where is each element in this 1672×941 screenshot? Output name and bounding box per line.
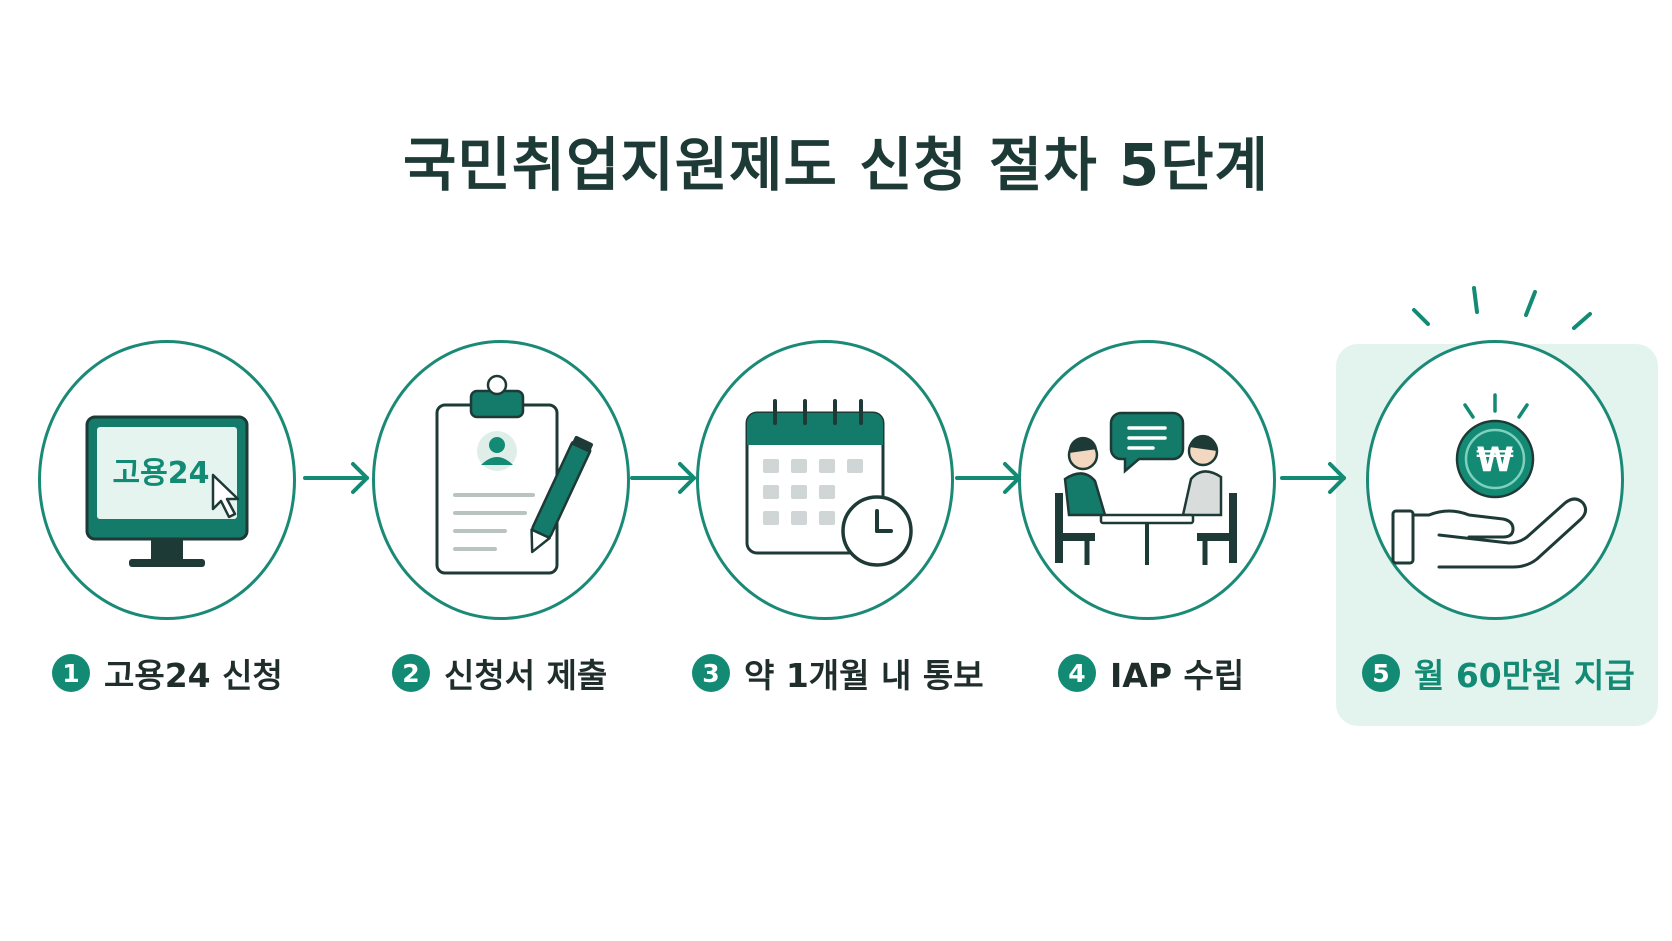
- clipboard-form-icon: [435, 374, 593, 575]
- step-3-circle: [696, 340, 954, 620]
- step-1-label: 1 고용24 신청: [52, 650, 283, 696]
- arrow-right-icon: [955, 458, 1025, 498]
- step-4-circle: [1018, 340, 1276, 620]
- step-4-label: 4 IAP 수립: [1058, 650, 1244, 696]
- arrow-right-icon: [303, 458, 373, 498]
- step-label-text: 월 60만원 지급: [1414, 656, 1635, 695]
- step-number-badge: 5: [1362, 654, 1400, 692]
- step-label-text: 약 1개월 내 통보: [744, 656, 984, 695]
- step-5-circle: ₩: [1366, 340, 1624, 620]
- calendar-clock-icon: [745, 399, 913, 567]
- screen-text: 고용24: [113, 456, 210, 491]
- step-label-text: 신청서 제출: [444, 656, 608, 695]
- step-5-label: 5 월 60만원 지급: [1362, 650, 1635, 696]
- won-symbol: ₩: [1476, 440, 1514, 480]
- step-label-text: 고용24 신청: [104, 656, 283, 695]
- sparkle-rays-icon: [1412, 286, 1592, 330]
- hand-won-coin-icon: ₩: [1391, 393, 1588, 569]
- step-2-label: 2 신청서 제출: [392, 650, 607, 696]
- page-title: 국민취업지원제도 신청 절차 5단계: [403, 131, 1269, 199]
- step-2-circle: [372, 340, 630, 620]
- step-number-badge: 3: [692, 654, 730, 692]
- step-number-badge: 1: [52, 654, 90, 692]
- arrow-right-icon: [1280, 458, 1350, 498]
- step-1-circle: 고용24: [38, 340, 296, 620]
- computer-monitor-icon: 고용24: [85, 415, 249, 567]
- step-number-badge: 4: [1058, 654, 1096, 692]
- step-number-badge: 2: [392, 654, 430, 692]
- step-3-label: 3 약 1개월 내 통보: [692, 650, 984, 696]
- step-label-text: IAP 수립: [1110, 656, 1245, 695]
- arrow-right-icon: [630, 458, 700, 498]
- consultation-meeting-icon: [1055, 411, 1237, 565]
